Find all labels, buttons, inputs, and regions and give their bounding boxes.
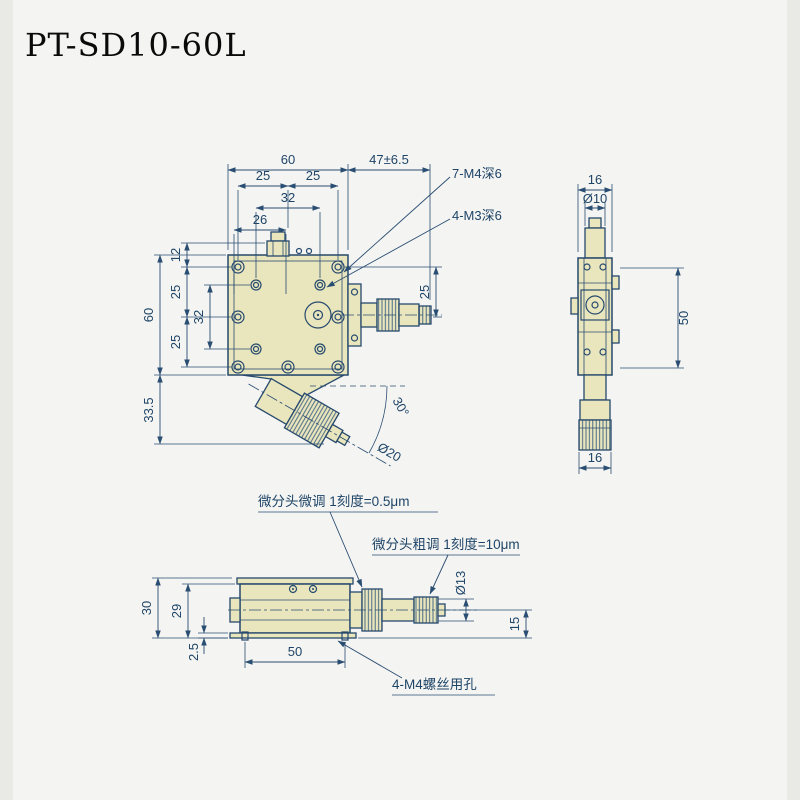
dim-base-height: 33.5 [141,397,156,422]
base-plate [229,632,357,639]
left-tab [570,297,579,315]
drawing-title: PT-SD10-60L [25,26,247,64]
elevation-micrometer [228,588,478,632]
clamp-tab-bottom [611,329,620,344]
dim-side-width-top: 16 [588,172,602,187]
m3-holes [250,279,326,355]
side-body [577,257,613,376]
bottom-knob [578,419,612,451]
stem [584,227,606,259]
angle-arc [368,385,388,454]
clamp-tab-top [611,275,620,290]
dim-side-width-bottom: 16 [588,450,602,465]
side-dimensions: 16 Ø10 50 16 [577,172,691,474]
dim-knob-diameter: Ø20 [375,439,404,464]
top-lock-knob [266,231,313,257]
dim-hole-span: 50 [288,644,302,659]
dim-hole-span-left: 25 [256,168,270,183]
label-m4-holes: 7-M4深6 [452,166,502,181]
dim-height-body: 29 [169,604,184,618]
dim-row-span-bottom: 25 [168,335,183,349]
dim-axis-offset: 25 [417,285,432,299]
right-edge-strip [787,0,800,800]
dim-stem-diameter: Ø10 [583,191,608,206]
dim-row-span-top: 25 [168,285,183,299]
dim-spindle-diameter: Ø13 [453,571,468,596]
dim-height-left: 60 [141,308,156,322]
dim-height-total: 30 [139,601,154,615]
left-edge-strip [0,0,13,800]
center-bearing [304,301,332,329]
stage-body [227,254,349,376]
dim-side-height-span: 50 [676,311,691,325]
dim-base-thickness: 2.5 [186,643,201,661]
side-recess [580,289,610,321]
base-screw-right [341,631,349,641]
dim-axis-height: 15 [507,617,522,631]
elevation-view: 30 29 2.5 50 15 Ø13 [139,494,532,696]
m4-holes [231,260,345,374]
dim-travel: 47±6.5 [369,152,409,167]
dim-hole-span-right: 25 [306,168,320,183]
stem-cap [588,217,602,229]
dim-offset-12: 12 [168,248,183,262]
thimble [579,399,611,421]
front-dimensions: 60 47±6.5 25 25 32 26 [141,152,502,445]
base-screw-left [241,631,249,641]
elevation-labels: 微分头微调 1刻度=0.5μm 微分头粗调 1刻度=10μm 4-M4螺丝用孔 [258,494,520,696]
label-m3-holes: 4-M3深6 [452,208,502,223]
dim-row-span-inner: 32 [191,310,206,324]
front-view: Ø20 30° [141,152,502,467]
dim-hole-span-inner: 32 [281,190,295,205]
side-view: 16 Ø10 50 16 [570,172,691,474]
label-coarse-adjust: 微分头粗调 1刻度=10μm [372,537,520,552]
x-micrometer [342,283,442,347]
top-plate [236,577,354,585]
dim-offset-26: 26 [253,212,267,227]
label-mount-holes: 4-M4螺丝用孔 [392,677,477,692]
barrel [583,374,607,401]
elevation-dimensions: 30 29 2.5 50 15 Ø13 [139,571,532,668]
label-fine-adjust: 微分头微调 1刻度=0.5μm [258,494,409,509]
dim-width-top: 60 [281,152,295,167]
dim-angle: 30° [389,394,412,419]
